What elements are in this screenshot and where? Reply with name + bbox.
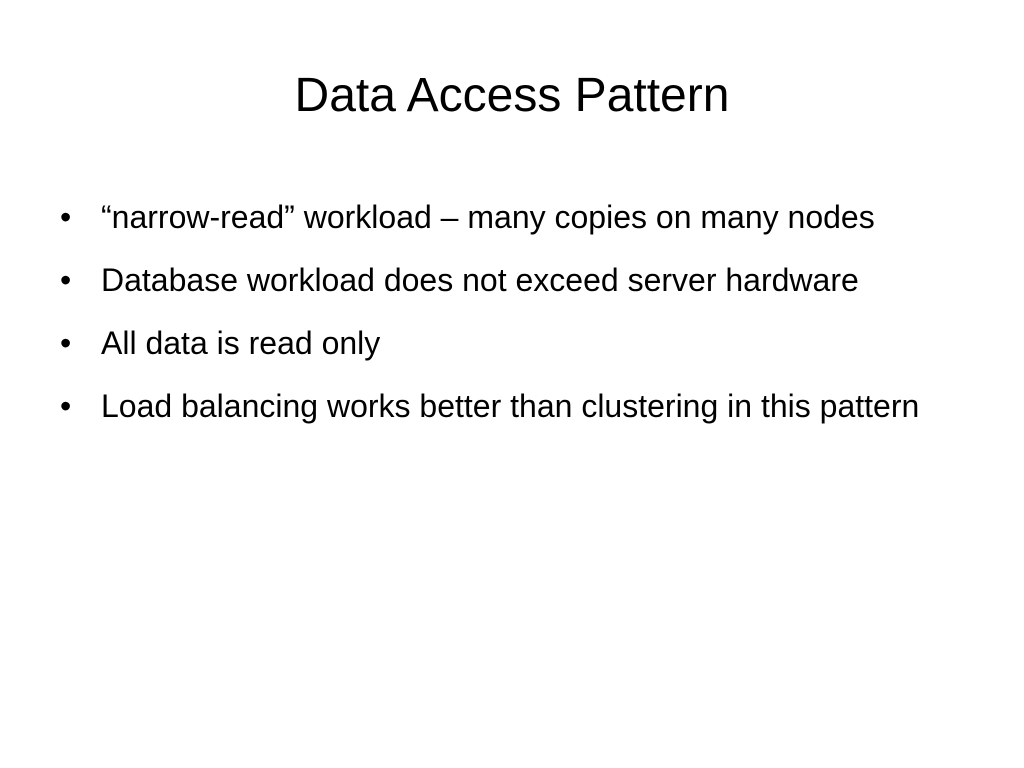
bullet-text: All data is read only: [101, 325, 381, 361]
bullet-icon: •: [60, 262, 72, 298]
bullet-text: Database workload does not exceed server…: [101, 262, 859, 298]
bullet-icon: •: [60, 325, 72, 361]
slide-title: Data Access Pattern: [294, 69, 730, 122]
bullet-icon: •: [60, 388, 72, 424]
bullet-text: Load balancing works better than cluster…: [101, 388, 920, 424]
bullet-list: • “narrow-read” workload – many copies o…: [60, 190, 960, 442]
bullet-icon: •: [60, 199, 72, 235]
list-item: • All data is read only: [60, 316, 960, 370]
list-item: • Database workload does not exceed serv…: [60, 253, 960, 307]
bullet-text: “narrow-read” workload – many copies on …: [101, 199, 875, 235]
list-item: • “narrow-read” workload – many copies o…: [60, 190, 960, 244]
list-item: • Load balancing works better than clust…: [60, 379, 960, 433]
